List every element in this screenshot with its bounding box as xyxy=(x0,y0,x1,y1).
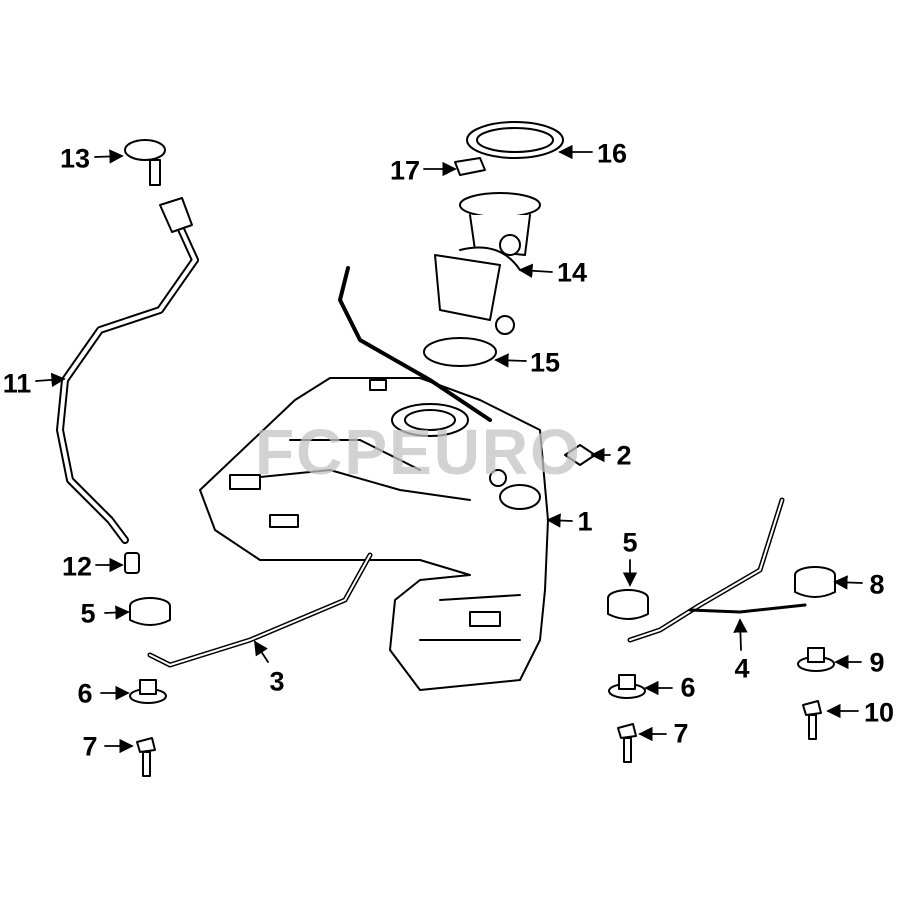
callout-3: 3 xyxy=(269,666,285,697)
sensor xyxy=(454,157,486,176)
callout-11: 11 xyxy=(2,368,32,399)
fuel-tank xyxy=(199,377,549,691)
callout-15: 15 xyxy=(529,347,561,378)
callout-7-left: 7 xyxy=(82,731,98,762)
callout-arrows xyxy=(35,144,863,754)
callout-14: 14 xyxy=(556,257,588,288)
filler-cap xyxy=(124,139,166,186)
filler-pipe xyxy=(56,197,199,544)
callout-13: 13 xyxy=(59,143,91,174)
callout-6-right: 6 xyxy=(680,672,696,703)
callout-4: 4 xyxy=(734,653,750,684)
callout-7-right: 7 xyxy=(673,718,689,749)
watermark-logo: FCPEURO xyxy=(255,416,582,488)
fuel-pump-module xyxy=(434,192,541,335)
hardware xyxy=(129,566,836,777)
callout-5-right: 5 xyxy=(622,527,638,558)
callout-16: 16 xyxy=(596,138,628,169)
lock-ring xyxy=(466,121,564,159)
vent-line xyxy=(338,266,492,422)
pump-seal xyxy=(423,337,497,367)
callout-1: 1 xyxy=(577,506,593,537)
filler-hose xyxy=(124,552,140,574)
callout-17: 17 xyxy=(389,155,421,186)
callout-6-left: 6 xyxy=(77,678,93,709)
callout-12: 12 xyxy=(61,551,93,582)
callout-10: 10 xyxy=(863,697,895,728)
callout-8: 8 xyxy=(869,569,885,600)
callout-2: 2 xyxy=(616,440,632,471)
callout-5-left: 5 xyxy=(80,598,96,629)
callout-9: 9 xyxy=(869,647,885,678)
